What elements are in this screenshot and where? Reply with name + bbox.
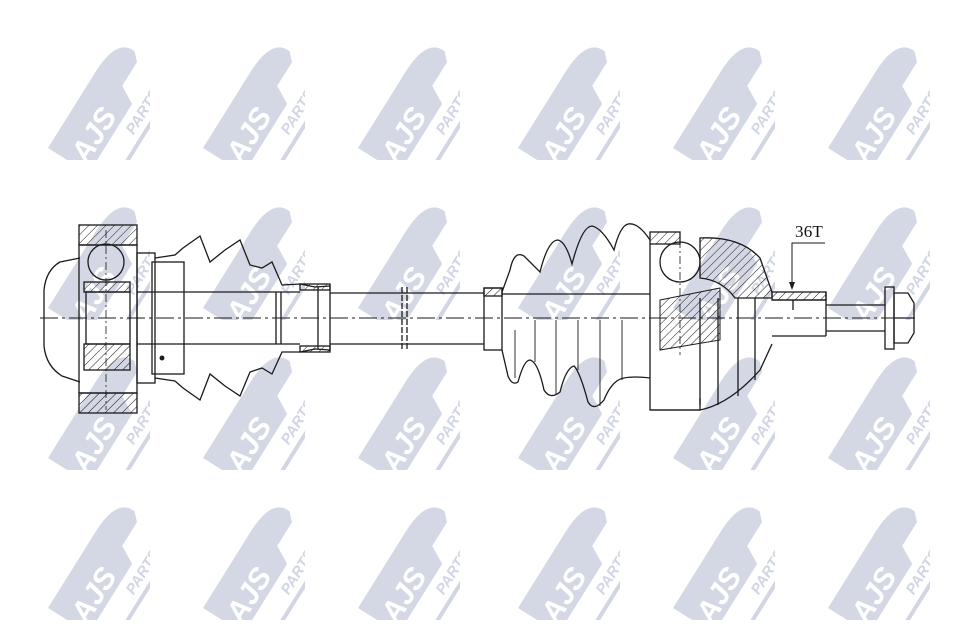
- spline-teeth-label: 36T: [795, 222, 823, 241]
- splined-stub: [771, 291, 885, 337]
- outer-cv-joint: [649, 231, 773, 411]
- inner-boot: [154, 234, 331, 402]
- spline-leader: [789, 242, 825, 290]
- inner-cv-joint: [43, 224, 300, 414]
- hex-flange-nut: [884, 286, 915, 350]
- outer-boot: [483, 223, 651, 408]
- intermediate-shaft: [330, 287, 484, 349]
